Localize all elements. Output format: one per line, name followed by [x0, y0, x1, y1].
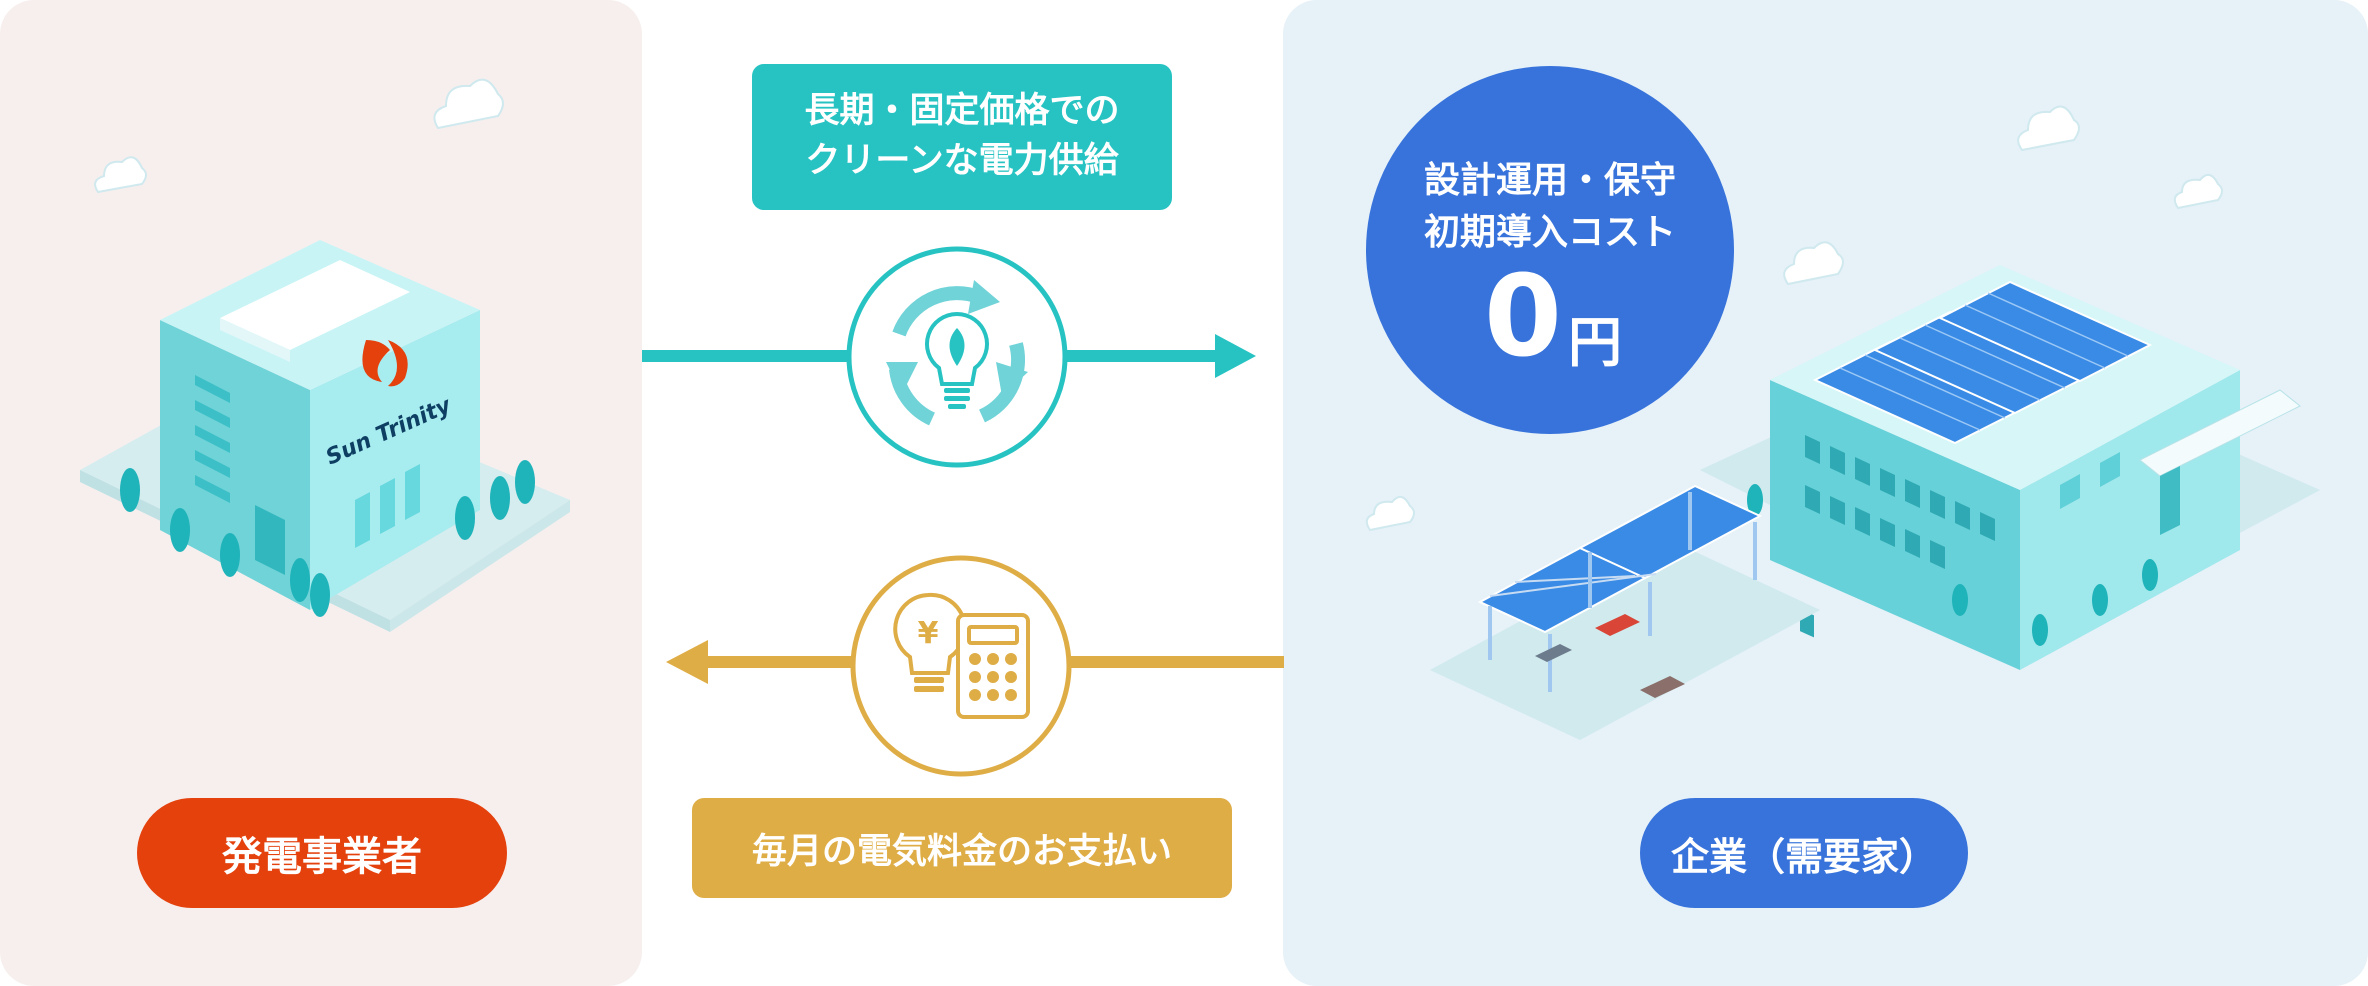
power-producer-label: 発電事業者	[137, 798, 507, 908]
cost-amount: 0	[1484, 252, 1562, 382]
monthly-payment-box: 毎月の電気料金のお支払い	[692, 798, 1232, 898]
cloud-icon	[1365, 495, 1415, 532]
cost-badge-line1: 設計運用・保守	[1423, 160, 1676, 201]
clean-power-supply-box: 長期・固定価格での クリーンな電力供給	[752, 64, 1172, 210]
cloud-icon	[1783, 241, 1844, 286]
yen-icon: ¥	[918, 616, 939, 651]
enterprise-label: 企業（需要家）	[1640, 798, 1968, 908]
cost-badge-line2: 初期導入コスト	[1423, 212, 1676, 253]
cloud-icon	[2173, 173, 2223, 210]
sun-trinity-building-illustration: Sun Trinity	[80, 240, 570, 632]
cost-unit: 円	[1568, 311, 1622, 374]
cloud-icon	[433, 78, 504, 130]
solar-factory-illustration	[1430, 265, 2320, 740]
clean-power-line2: クリーンな電力供給	[805, 141, 1119, 181]
eco-lightbulb-recycle-icon	[846, 246, 1068, 468]
initial-cost-badge: 設計運用・保守 初期導入コスト 0 円	[1366, 66, 1734, 434]
cloud-icon	[94, 156, 147, 194]
clean-power-line1: 長期・固定価格での	[804, 91, 1120, 131]
monthly-payment-label: 毎月の電気料金のお支払い	[751, 831, 1172, 872]
yen-bulb-calculator-icon: ¥	[850, 555, 1072, 777]
cloud-icon	[2017, 105, 2080, 152]
